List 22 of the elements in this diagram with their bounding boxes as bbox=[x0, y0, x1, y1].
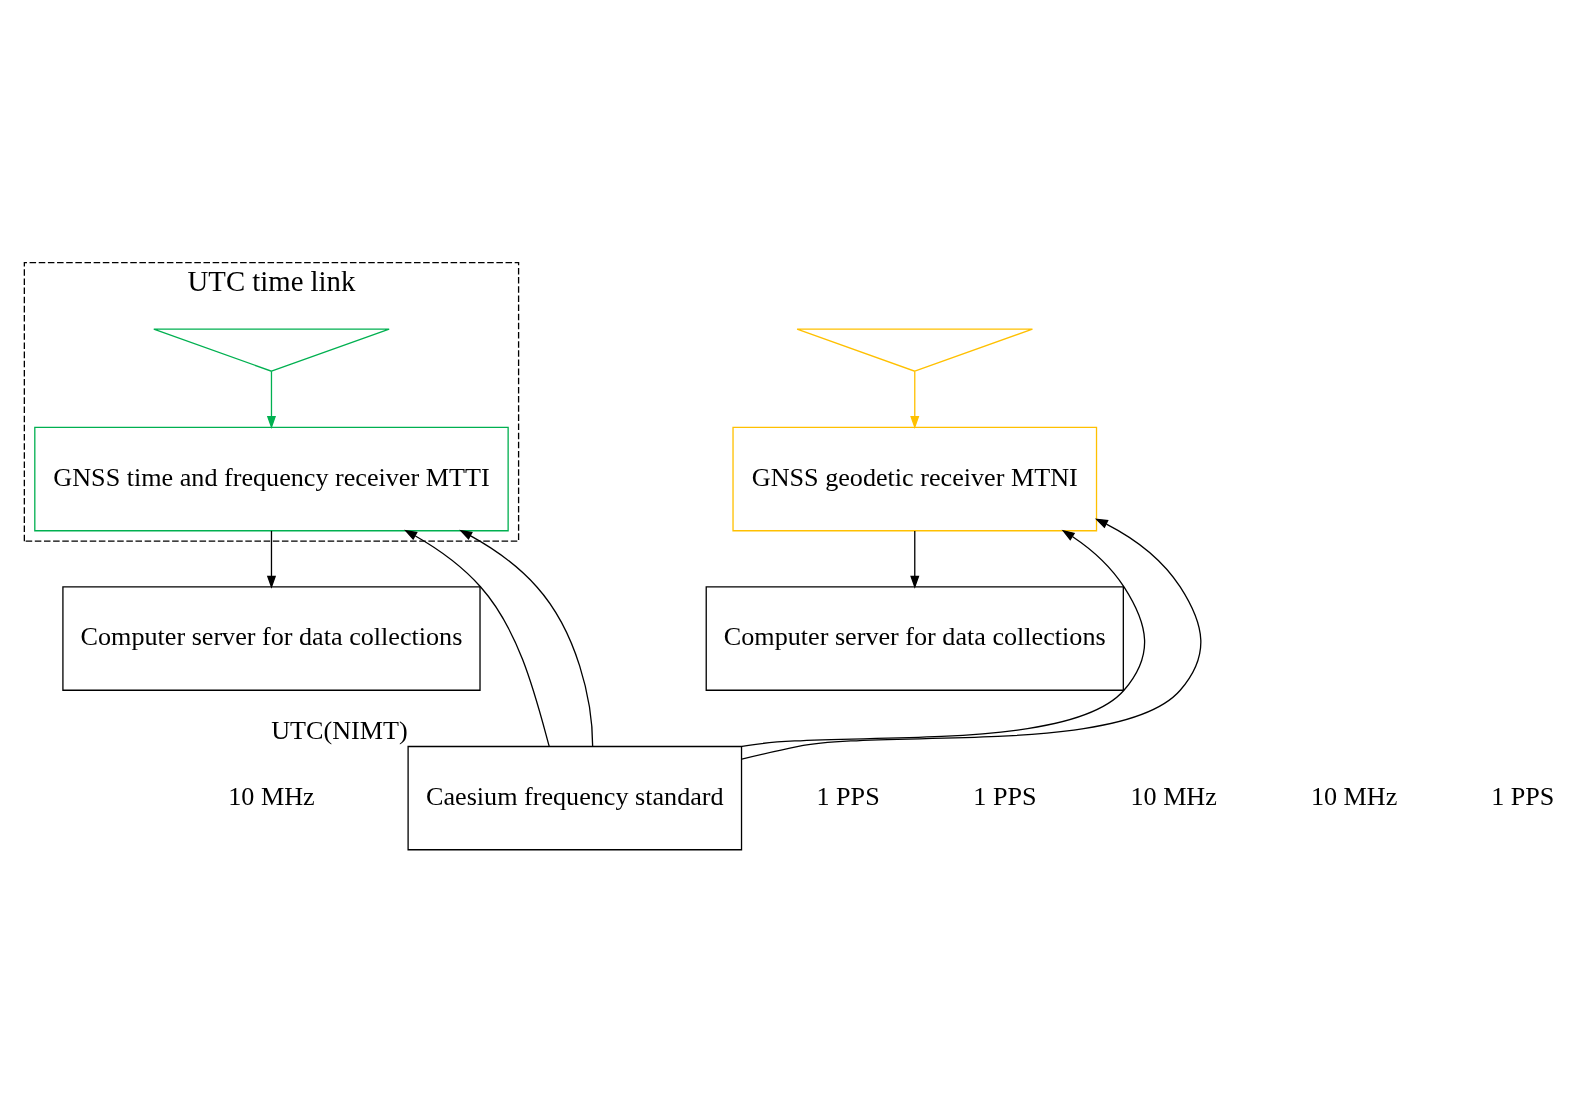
node-triangle bbox=[153, 328, 390, 372]
label: 1 PPS bbox=[973, 781, 1037, 811]
label: 1 PPS bbox=[816, 781, 880, 811]
label: 10 MHz bbox=[1310, 781, 1398, 811]
arrow bbox=[266, 530, 277, 589]
arrow bbox=[910, 370, 920, 430]
label: 10 MHz bbox=[1130, 781, 1217, 811]
node-triangle bbox=[796, 328, 1034, 372]
arrow bbox=[459, 529, 594, 747]
node-box: Computer server for data collections bbox=[705, 586, 1124, 691]
node-box: Caesium frequency standard bbox=[407, 745, 743, 851]
node-label: UTC(NIMT) bbox=[271, 715, 408, 745]
arrow bbox=[266, 370, 277, 430]
arrow bbox=[741, 529, 1146, 748]
label: 10 MHz bbox=[228, 781, 315, 811]
arrow bbox=[404, 529, 550, 747]
node-box: GNSS time and frequency receiver MTTI bbox=[34, 426, 509, 532]
arrow bbox=[910, 530, 920, 589]
node-box: Computer server for data collections bbox=[62, 586, 481, 691]
label: 1 PPS bbox=[1491, 781, 1555, 811]
arrow bbox=[741, 518, 1202, 760]
node-box: GNSS geodetic receiver MTNI bbox=[732, 426, 1098, 532]
